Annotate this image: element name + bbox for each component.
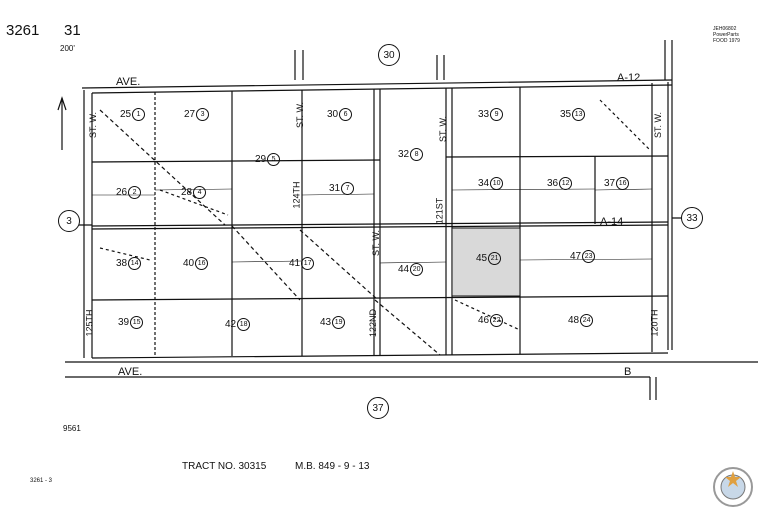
corner-note-2: PowerParts — [713, 32, 739, 38]
street-col2: ST. W. — [295, 101, 306, 129]
sheet-ref-bottom[interactable]: 37 — [367, 397, 389, 419]
tract-number: TRACT NO. 30315 — [182, 461, 267, 472]
scale-label: 200' — [60, 44, 75, 53]
map-book-ref: M.B. 849 - 9 - 13 — [295, 461, 370, 472]
street-col2-bottom: 124TH — [291, 181, 302, 209]
street-col4-bottom: 121ST — [434, 197, 445, 225]
street-col3-bottom: 122ND — [368, 308, 379, 338]
left-ref-number: 9561 — [63, 424, 81, 433]
page-number: 31 — [64, 22, 81, 39]
street-col1-bottom: 125TH — [84, 309, 95, 337]
sheet-ref-left[interactable]: 3 — [58, 210, 80, 232]
sheet-ref-top[interactable]: 30 — [378, 44, 400, 66]
street-col1: ST. W. — [88, 111, 99, 139]
street-top-a12: A-12 — [617, 72, 641, 84]
street-a14: A-14 — [600, 216, 624, 228]
street-col5-bottom: 120TH — [649, 309, 660, 337]
book-number: 3261 — [6, 22, 40, 39]
bottom-left-ref: 3261 - 3 — [30, 478, 53, 484]
corner-note-1: JEH06802 — [713, 26, 737, 32]
corner-note-3: FOOD 1979 — [713, 38, 740, 44]
street-top-ave: AVE. — [116, 76, 141, 88]
street-bottom-ave: AVE. — [118, 366, 143, 378]
sheet-ref-right[interactable]: 33 — [681, 207, 703, 229]
street-col5: ST. W. — [653, 111, 664, 139]
street-col3: ST. W. — [371, 229, 382, 257]
street-col4: ST. W. — [438, 115, 449, 143]
street-bottom-b: B — [624, 366, 632, 378]
watermark-stamp-icon — [713, 467, 753, 507]
